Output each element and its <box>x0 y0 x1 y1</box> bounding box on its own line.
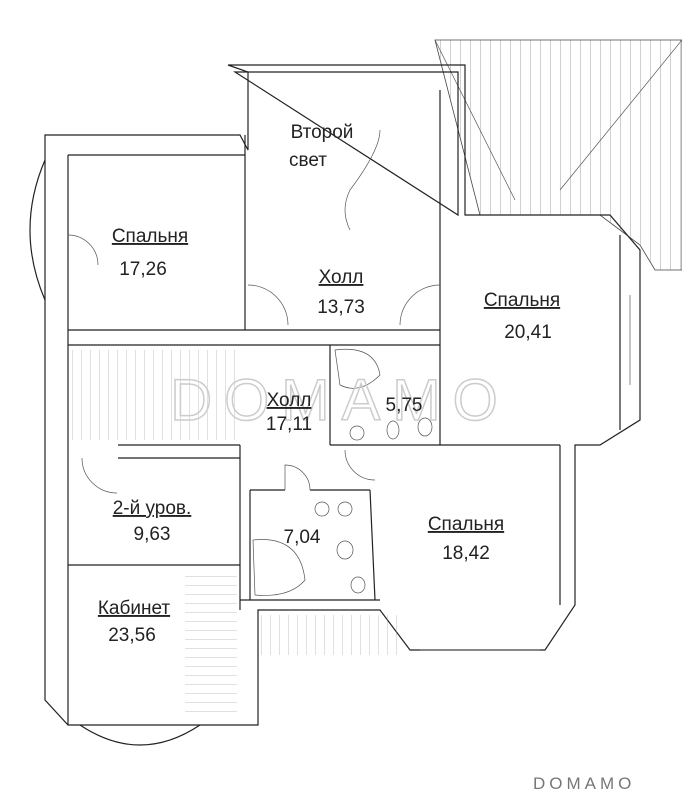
staircase <box>72 350 237 440</box>
room-name-second-light-2: свет <box>289 150 327 171</box>
room-name-hall-1: Холл <box>319 267 364 288</box>
room-name-study: Кабинет <box>98 598 171 619</box>
watermark-corner: DOMAMO <box>533 774 635 793</box>
room-name-hall-2: Холл <box>267 390 312 411</box>
doors <box>67 129 441 494</box>
room-name-second-light-1: Второй <box>291 122 354 143</box>
room-area-bedroom-1: 17,26 <box>119 259 167 280</box>
room-area-hall-1: 13,73 <box>317 297 365 318</box>
bath-fixtures <box>252 348 433 596</box>
room-name-bedroom-1: Спальня <box>112 226 188 247</box>
room-area-hall-2: 17,11 <box>266 414 312 435</box>
room-area-bedroom-3: 18,42 <box>442 543 490 564</box>
room-area-study: 23,56 <box>108 625 156 646</box>
roof-hatch <box>434 39 682 271</box>
room-area-second-level: 9,63 <box>134 524 171 545</box>
room-area-bathroom-2: 7,04 <box>284 527 321 548</box>
room-name-bedroom-2: Спальня <box>484 290 560 311</box>
walls <box>29 64 641 746</box>
room-name-second-level: 2-й уров. <box>113 498 192 519</box>
staircase-bottom <box>258 615 398 655</box>
room-area-bedroom-2: 20,41 <box>504 322 552 343</box>
staircase-lower <box>185 570 237 720</box>
room-area-bathroom-1: 5,75 <box>386 395 423 416</box>
watermark: DOMAMO <box>170 368 509 433</box>
room-name-bedroom-3: Спальня <box>428 514 504 535</box>
